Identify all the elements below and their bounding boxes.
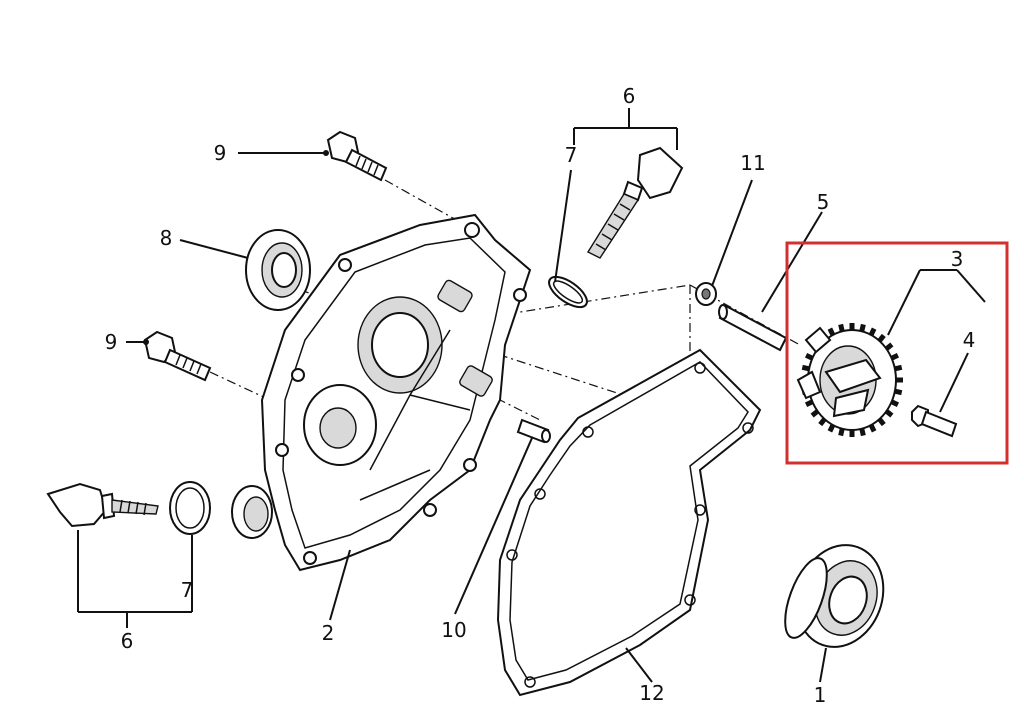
gear-tooth [877, 417, 886, 427]
gear-tooth [859, 428, 866, 437]
label-1: 1 [814, 683, 827, 707]
o-ring-top [548, 275, 588, 309]
gear-pin [911, 404, 958, 438]
label-6-bottom: 6 [121, 629, 134, 653]
gear-tooth [894, 388, 903, 396]
label-7-bottom: 7 [181, 578, 194, 602]
gear-tooth [884, 342, 894, 351]
gear-tooth [894, 364, 903, 372]
label-3: 3 [951, 247, 964, 271]
gear-tooth [804, 353, 814, 361]
gear-tooth [890, 399, 900, 407]
bolt-middle [143, 330, 212, 382]
gear-tooth [838, 428, 845, 437]
washer [695, 282, 717, 306]
gear-tooth [868, 327, 877, 337]
label-9-top: 9 [214, 141, 227, 165]
gear-tooth [838, 323, 845, 332]
label-6-top: 6 [623, 84, 636, 108]
label-11: 11 [740, 151, 765, 175]
gear-tooth [827, 327, 836, 337]
gasket [496, 348, 762, 697]
gear-tooth [859, 323, 866, 332]
leader-lines [77, 108, 986, 683]
gear-tooth [818, 417, 827, 427]
crankcase-cover [260, 213, 532, 572]
bolt-top [326, 130, 388, 182]
shaft [718, 304, 788, 352]
highlight-box [785, 241, 1009, 465]
gear-tooth [810, 409, 820, 418]
gear-tooth [804, 399, 814, 407]
gear-tooth [827, 423, 836, 433]
o-ring-bottom [169, 481, 211, 535]
dipstick-bottom [46, 482, 159, 528]
label-5: 5 [817, 190, 830, 214]
label-8: 8 [160, 226, 173, 250]
label-4: 4 [963, 328, 976, 352]
governor-gear [796, 323, 903, 437]
filler-neck [231, 485, 273, 539]
dipstick-top [587, 146, 684, 259]
label-9-middle: 9 [105, 330, 118, 354]
dowel-pin [516, 418, 551, 444]
gear-tooth [890, 353, 900, 361]
label-12: 12 [639, 681, 664, 705]
ball-bearing [784, 544, 885, 648]
gear-tooth [884, 409, 894, 418]
oil-seal [245, 229, 311, 311]
label-7-top: 7 [565, 143, 578, 167]
gear-tooth [801, 364, 810, 372]
gear-tooth [877, 333, 886, 343]
callout-labels: 6 7 9 11 5 8 3 4 9 7 6 2 10 12 1 [105, 84, 976, 707]
label-2: 2 [322, 621, 335, 645]
gear-tooth [868, 423, 877, 433]
label-10: 10 [441, 618, 466, 642]
